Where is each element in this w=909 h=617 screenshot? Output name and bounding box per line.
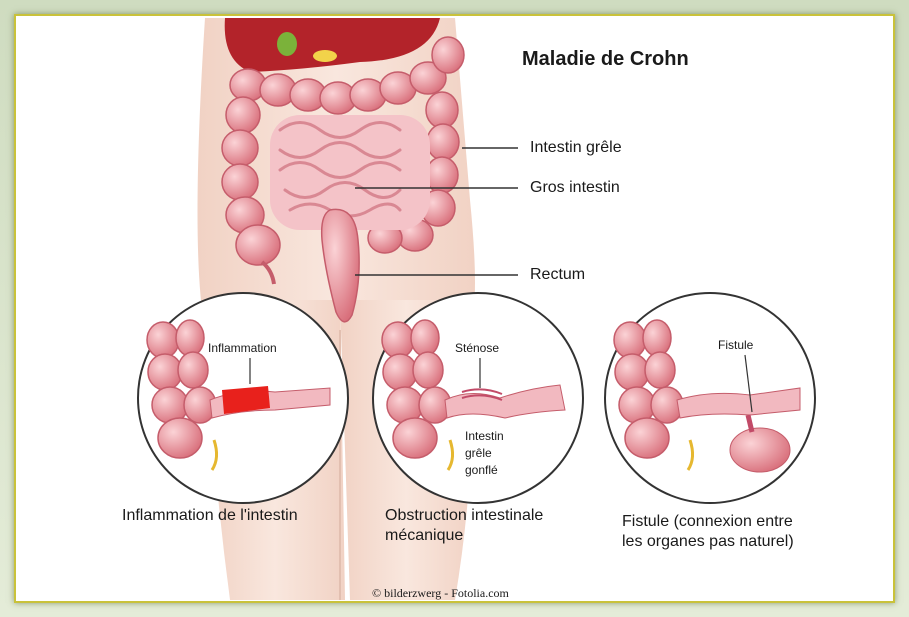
gallbladder (277, 32, 297, 56)
label-stenosis: Sténose (455, 341, 499, 355)
label-inflammation: Inflammation (208, 341, 277, 355)
page-title: Maladie de Crohn (522, 48, 689, 71)
image-credit: © bilderzwerg - Fotolia.com (372, 586, 509, 601)
label-fistula: Fistule (718, 338, 753, 352)
inset-circle-inflammation (138, 293, 348, 503)
caption-inflammation: Inflammation de l'intestin (122, 506, 362, 526)
small-intestine (270, 115, 430, 230)
label-rectum: Rectum (530, 266, 585, 284)
caption-fistula: Fistule (connexion entre les organes pas… (622, 512, 802, 552)
label-swollen-small-intestine: Intestin grêle gonflé (465, 428, 527, 479)
label-small-intestine: Intestin grêle (530, 139, 622, 157)
inset-circle-fistula (605, 293, 815, 503)
label-large-intestine: Gros intestin (530, 179, 620, 197)
caption-obstruction: Obstruction intestinale mécanique (385, 506, 600, 546)
